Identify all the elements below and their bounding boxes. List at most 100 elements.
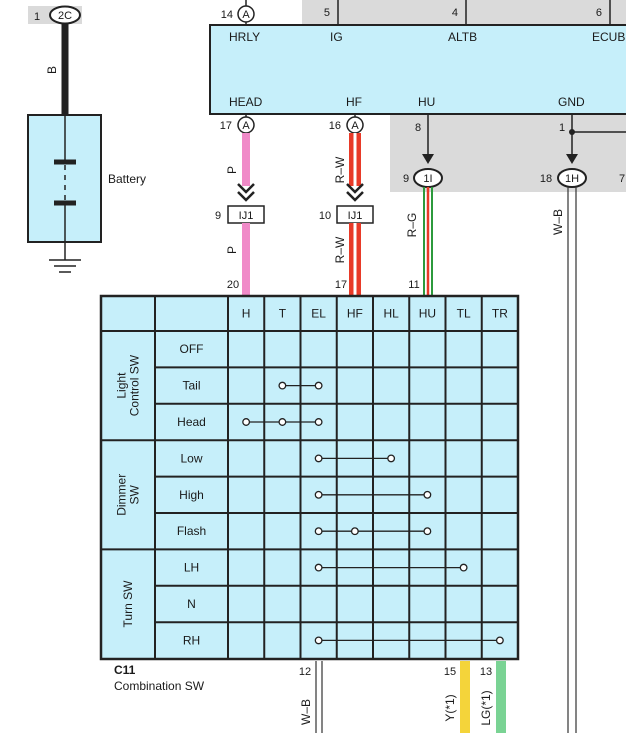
- column-header: H: [242, 307, 251, 321]
- chevron-hf-2: [346, 191, 364, 202]
- component-id: C11: [114, 663, 136, 677]
- component-name: Combination SW: [114, 679, 205, 693]
- switch-contact-dot: [423, 490, 432, 499]
- row-label: Low: [180, 451, 202, 465]
- junction-ij1-a-id: IJ1: [239, 210, 254, 222]
- connector-1h-id: 1H: [565, 173, 579, 185]
- column-header: T: [279, 307, 287, 321]
- terminal-ig: IG: [330, 30, 343, 44]
- wire-color-15: Y(*1): [443, 694, 457, 721]
- terminal-hrly: HRLY: [229, 30, 260, 44]
- switch-pin-17: 17: [335, 279, 347, 291]
- column-header: HU: [419, 307, 436, 321]
- row-label: Tail: [182, 379, 200, 393]
- top-connector-id: 2C: [58, 10, 72, 22]
- wire-color-head-bottom: P: [225, 246, 239, 254]
- switch-contact-dot: [278, 418, 287, 426]
- switch-contact-dot: [350, 527, 359, 536]
- connector-1h-pin: 18: [540, 173, 552, 185]
- connector-1h: [557, 168, 587, 188]
- top-connector-a-letter: A: [242, 9, 250, 21]
- row-label: Head: [177, 415, 206, 429]
- column-header: HF: [347, 307, 363, 321]
- wire-head-pink-upper: [242, 133, 250, 186]
- switch-pin-11: 11: [408, 279, 419, 291]
- group-label: Light: [115, 372, 129, 399]
- connector-1i-pin: 9: [403, 173, 409, 185]
- group-label: Turn SW: [121, 580, 135, 628]
- wire-head-pink-lower: [242, 223, 250, 296]
- battery-wire-color: B: [45, 66, 59, 74]
- arrow-hu: [422, 154, 434, 164]
- top-connector-oval: [49, 5, 81, 25]
- terminal-gnd: GND: [558, 95, 585, 109]
- wire-color-hu: R–G: [405, 213, 419, 238]
- switch-pin-15: 15: [444, 666, 456, 678]
- switch-contact-dot: [314, 454, 323, 463]
- column-header: HL: [383, 307, 399, 321]
- group-label: Dimmer: [115, 474, 129, 516]
- pin-8-hu: 8: [415, 122, 421, 134]
- row-label: OFF: [180, 342, 204, 356]
- wire-color-head-top: P: [225, 166, 239, 174]
- switch-contact-dot: [459, 563, 468, 572]
- switch-contact-dot: [314, 418, 323, 426]
- connector-pin-7: 7: [619, 173, 625, 185]
- relay-block: [209, 24, 626, 115]
- group-label: Control SW: [128, 354, 142, 416]
- group-label: SW: [128, 484, 142, 504]
- switch-pin-12: 12: [299, 666, 311, 678]
- gray-zone-top: [302, 0, 626, 24]
- switch-contact-dot: [314, 527, 323, 536]
- row-label: N: [187, 597, 196, 611]
- pin-16-hf: 16: [329, 120, 341, 132]
- column-header: TL: [457, 307, 471, 321]
- arrow-gnd: [566, 154, 578, 164]
- switch-contact-dot: [387, 454, 396, 463]
- connector-1i-id: 1I: [423, 173, 432, 185]
- terminal-hu: HU: [418, 95, 435, 109]
- switch-contact-dot: [314, 490, 323, 499]
- chevron-head-1: [237, 183, 255, 194]
- pin-6: 6: [596, 7, 602, 19]
- terminal-ecub: ECUB: [592, 30, 625, 44]
- row-label: Flash: [177, 524, 206, 538]
- switch-contact-dot: [423, 527, 432, 536]
- wire-13-lg: [496, 661, 506, 733]
- switch-contact-dot: [495, 636, 504, 645]
- row-label: RH: [183, 633, 200, 647]
- column-header: TR: [492, 307, 508, 321]
- terminal-hf: HF: [346, 95, 362, 109]
- battery-label: Battery: [108, 172, 146, 186]
- pin-4: 4: [452, 7, 458, 19]
- pin-5: 5: [324, 7, 330, 19]
- pin-17-head: 17: [220, 120, 232, 132]
- terminal-head: HEAD: [229, 95, 263, 109]
- row-label: High: [179, 488, 204, 502]
- switch-contact-dot: [314, 563, 323, 572]
- switch-pin-13: 13: [480, 666, 492, 678]
- wire-color-hf-bottom: R–W: [333, 236, 347, 263]
- terminal-altb: ALTB: [448, 30, 477, 44]
- head-connector-letter: A: [242, 120, 250, 132]
- top-connector-pin: 1: [34, 11, 40, 23]
- ground-icon: [49, 259, 81, 273]
- hf-connector-letter: A: [351, 120, 359, 132]
- junction-ij1-b-id: IJ1: [348, 210, 363, 222]
- pin-1-gnd: 1: [559, 122, 565, 134]
- wire-color-12: W–B: [299, 699, 313, 725]
- wire-color-13: LG(*1): [479, 690, 493, 725]
- pin-14: 14: [221, 9, 233, 21]
- switch-contact-dot: [314, 381, 323, 390]
- junction-ij1-b-pin: 10: [319, 210, 331, 222]
- chevron-head-2: [237, 191, 255, 202]
- junction-ij1-a-pin: 9: [215, 210, 221, 222]
- wire-15-yellow: [460, 661, 470, 733]
- switch-contact-dot: [314, 636, 323, 645]
- chevron-hf-1: [346, 183, 364, 194]
- wire-color-hf-top: R–W: [333, 156, 347, 183]
- switch-pin-20: 20: [227, 279, 239, 291]
- switch-contact-dot: [278, 381, 287, 390]
